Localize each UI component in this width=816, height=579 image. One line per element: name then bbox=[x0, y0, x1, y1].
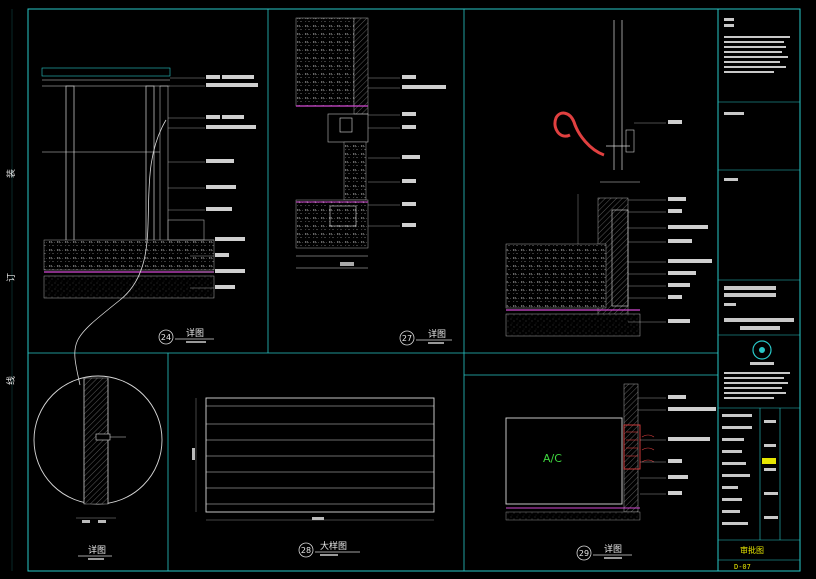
detail-29-title: 详图 bbox=[604, 543, 622, 555]
drawing-number: D-07 bbox=[734, 563, 751, 571]
ac-unit bbox=[505, 417, 623, 505]
approval-stamp: 审批图 bbox=[740, 545, 764, 555]
detail-28-title: 大样图 bbox=[320, 540, 347, 552]
detail-24-number: 24 bbox=[161, 333, 171, 342]
svg-text:订: 订 bbox=[6, 273, 17, 282]
detail-27-title: 详图 bbox=[428, 328, 446, 340]
detail-28: 28 大样图 bbox=[192, 397, 435, 558]
detail-27: 27 详图 bbox=[295, 17, 452, 346]
ac-label: A/C bbox=[543, 452, 562, 465]
detail-28-number: 28 bbox=[301, 546, 311, 555]
detail-27-number: 27 bbox=[402, 334, 412, 343]
circle-detail: 详图 bbox=[33, 375, 163, 560]
svg-text:线: 线 bbox=[5, 376, 17, 385]
detail-29-upper bbox=[505, 20, 712, 337]
detail-24-title: 详图 bbox=[186, 327, 204, 339]
detail-29: A/C 29 详图 bbox=[505, 383, 716, 561]
sheet-frame: 装 订 线 bbox=[5, 8, 801, 572]
svg-text:装: 装 bbox=[5, 169, 17, 178]
detail-29-number: 29 bbox=[579, 549, 589, 558]
detail-24: 24 详图 bbox=[41, 67, 258, 386]
circle-detail-title: 详图 bbox=[88, 544, 106, 556]
title-block: 审批图 D-07 bbox=[718, 18, 800, 571]
